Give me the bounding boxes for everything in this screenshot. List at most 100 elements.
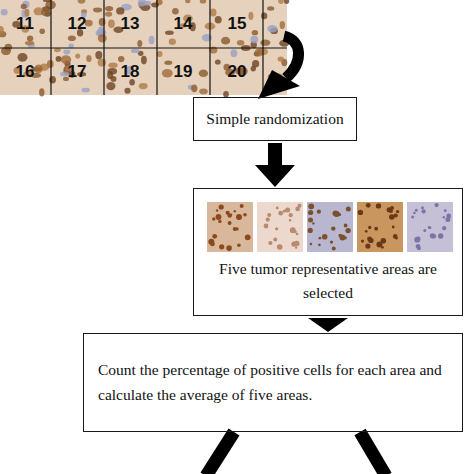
cell-dot [366,203,371,208]
cell-dot [429,226,432,229]
cell-dot [318,244,321,247]
cell-nucleus [185,0,190,3]
cell-nucleus [105,12,112,17]
cell-dot [290,227,296,233]
cell-nucleus [18,53,28,62]
cell-dot [345,228,350,233]
cell-dot [266,218,270,222]
cell-nucleus [75,54,80,59]
cell-dot [317,210,321,214]
cell-dot [210,242,215,247]
cell-dot [332,247,336,251]
cell-dot [243,213,247,217]
cell-nucleus [68,35,76,41]
cell-dot [376,241,382,247]
thumbnail [207,202,253,252]
cell-nucleus [267,25,277,32]
cell-nucleus [63,50,70,55]
flow-arrow [255,143,295,187]
callout-number: 17 [68,62,87,82]
callout-number: 20 [228,62,247,82]
cell-dot [273,238,277,242]
cell-nucleus [124,88,130,94]
cell-nucleus [248,12,253,20]
cell-nucleus [165,31,174,35]
cell-dot [291,241,296,246]
cell-dot [226,245,232,251]
cell-nucleus [118,56,125,62]
cell-nucleus [0,26,4,34]
cell-nucleus [267,6,274,10]
cell-dot [240,204,244,208]
cell-dot [226,211,230,215]
cell-nucleus [39,29,45,35]
box-text: Count the percentage of positive cells f… [98,358,454,406]
cell-dot [415,209,418,212]
cell-nucleus [221,37,230,45]
callout-number: 18 [121,62,140,82]
cell-nucleus [108,19,115,28]
cell-nucleus [131,49,140,53]
cell-dot [365,244,370,249]
box-text: Simple randomization [202,107,348,131]
cell-dot [322,234,328,240]
cell-nucleus [169,39,176,46]
cell-dot [421,206,424,209]
cell-dot [212,234,217,239]
cell-dot [276,207,279,210]
thumbnail [257,202,303,252]
cell-dot [389,209,393,213]
cell-dot [216,214,222,220]
grid-lines [0,0,287,95]
cell-nucleus [278,0,284,4]
cell-nucleus [98,59,106,67]
process-box: Simple randomization [193,97,357,141]
cell-nucleus [56,56,62,62]
cell-dot [445,217,450,222]
cell-nucleus [39,88,44,96]
callout-number: 16 [16,62,35,82]
cell-dot [289,213,293,217]
cell-nucleus [172,8,179,14]
cell-nucleus [137,40,142,47]
cell-dot [212,217,215,220]
cell-dot [275,227,278,230]
cell-dot [308,203,314,209]
cell-dot [264,224,269,229]
cell-dot [442,226,446,230]
cell-nucleus [260,40,270,46]
cell-dot [216,209,218,211]
cell-dot [310,243,313,246]
process-box: Count the percentage of positive cells f… [83,333,463,432]
cell-nucleus [86,55,91,62]
cell-nucleus [139,83,148,89]
curved-arrow-head [258,70,300,99]
cell-dot [218,220,221,223]
cell-nucleus [98,34,107,42]
cell-dot [228,221,232,225]
cell-nucleus [27,36,33,42]
cell-nucleus [149,36,155,44]
cell-dot [319,237,322,240]
flow-arrow [308,318,348,332]
cell-dot [346,207,351,212]
cell-nucleus [284,0,289,4]
cell-nucleus [106,82,115,90]
cell-dot [298,204,302,208]
cell-dot [308,218,313,223]
tissue-background [0,0,287,95]
branch-line [206,432,234,474]
cell-dot [308,228,313,233]
image-panel-box: Five tumor representative areas are sele… [193,188,463,316]
cell-dot [365,230,368,233]
cell-dot [374,227,378,231]
cell-nucleus [237,40,245,45]
cell-dot [285,208,290,213]
callout-number: 12 [68,14,87,34]
cell-nucleus [215,59,221,64]
box-text: Five tumor representative areas are sele… [202,257,454,305]
cell-nucleus [252,60,259,68]
cell-dot [376,203,381,208]
cell-dot [367,237,372,242]
cell-dot [236,214,242,220]
